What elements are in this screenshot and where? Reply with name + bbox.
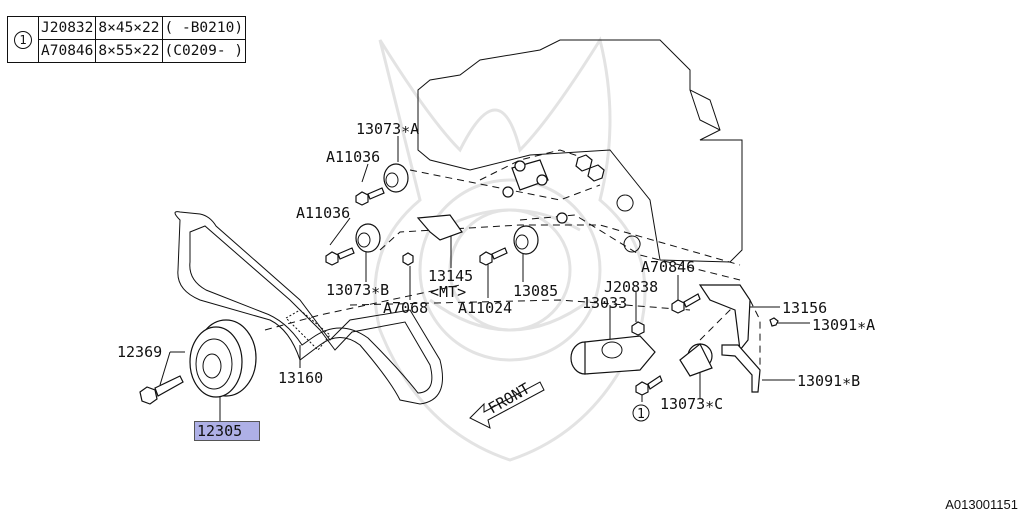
legend-ref: 1 — [7, 16, 39, 63]
idler-pulley-13085 — [513, 225, 539, 255]
highlighted-part-12305[interactable]: 12305 — [194, 421, 260, 441]
label-a11024[interactable]: A11024 — [458, 299, 512, 317]
label-13145[interactable]: 13145 — [428, 267, 473, 285]
legend-part-1[interactable]: J20832 — [37, 16, 97, 40]
label-13156[interactable]: 13156 — [782, 299, 827, 317]
label-12305: 12305 — [197, 422, 243, 440]
bolt-legend-table: 1 J20832 8×45×22 ( -B0210) A70846 8×55×2… — [7, 16, 247, 63]
legend-size-2: 8×55×22 — [95, 39, 163, 63]
label-a70846[interactable]: A70846 — [641, 258, 695, 276]
document-id: A013001151 — [945, 497, 1018, 512]
idler-pulley-13073a — [355, 163, 409, 206]
label-a7068[interactable]: A7068 — [383, 299, 428, 317]
crank-bolt — [139, 375, 184, 405]
front-arrow — [469, 381, 545, 429]
leader-lines — [159, 136, 810, 421]
auto-tensioner — [570, 321, 713, 396]
part-labels: 13073∗A A11036 A11036 13073∗B 13145 <MT>… — [117, 120, 875, 422]
crank-pulley — [189, 319, 257, 398]
label-13091b[interactable]: 13091∗B — [797, 372, 860, 390]
label-12369[interactable]: 12369 — [117, 343, 162, 361]
label-mt: <MT> — [430, 283, 466, 301]
upper-tensioner-parts — [502, 154, 605, 224]
label-13073b[interactable]: 13073∗B — [326, 281, 389, 299]
drive-belt — [174, 211, 443, 405]
label-13160[interactable]: 13160 — [278, 369, 323, 387]
engine-block-outline — [417, 39, 743, 263]
label-13085[interactable]: 13085 — [513, 282, 558, 300]
idler-pulley-13073b — [325, 223, 381, 266]
label-a11036-top[interactable]: A11036 — [326, 148, 380, 166]
legend-part-2[interactable]: A70846 — [37, 39, 97, 63]
label-a11036-mid[interactable]: A11036 — [296, 204, 350, 222]
callout-circle — [632, 404, 650, 422]
legend-range-2: (C0209- ) — [161, 39, 247, 63]
bracket-13145 — [402, 214, 508, 266]
label-13073c[interactable]: 13073∗C — [660, 395, 723, 413]
engine-mount-holes — [616, 194, 641, 253]
legend-range-1: ( -B0210) — [161, 16, 247, 40]
label-13091a[interactable]: 13091∗A — [812, 316, 875, 334]
label-front: FRONT — [485, 379, 533, 417]
label-13033[interactable]: 13033 — [582, 294, 627, 312]
label-j20838[interactable]: J20838 — [604, 278, 658, 296]
label-13073a[interactable]: 13073∗A — [356, 120, 419, 138]
label-callout-1: 1 — [637, 407, 645, 422]
tensioner-bracket-13156 — [671, 284, 779, 393]
